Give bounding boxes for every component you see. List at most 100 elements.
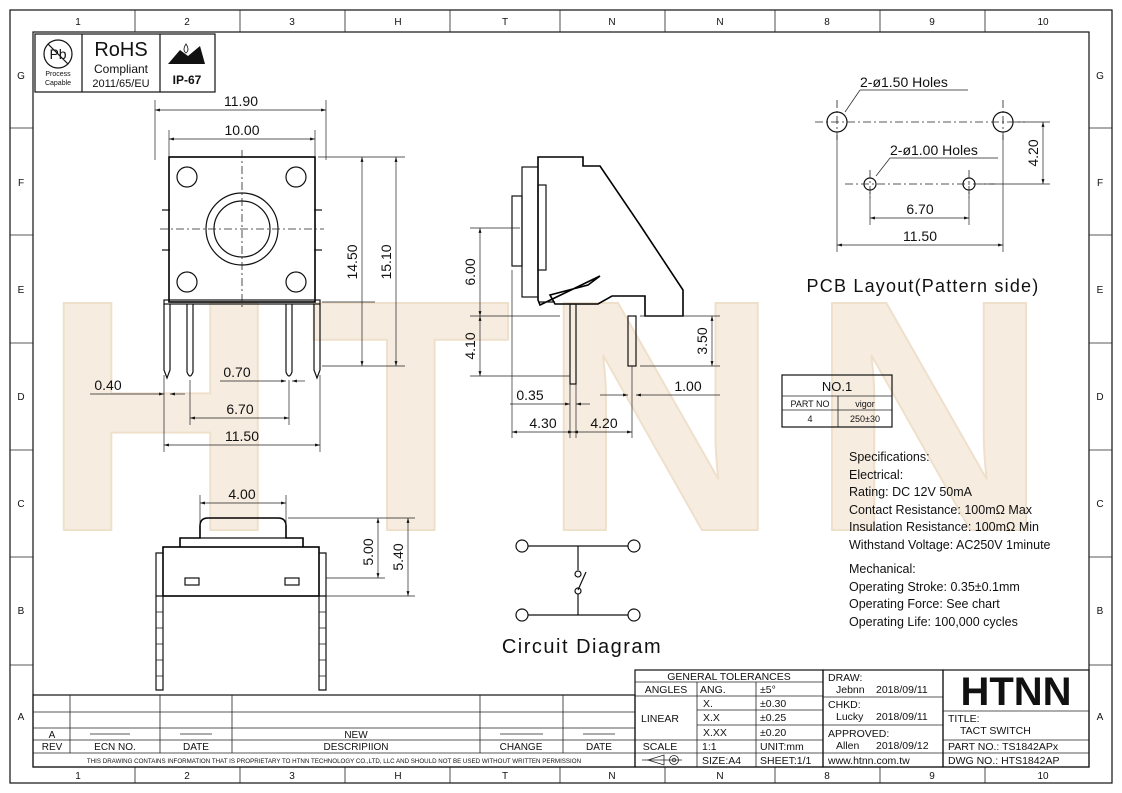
spec-line: Specifications: <box>849 450 930 464</box>
water-drop-icon <box>168 43 205 64</box>
compliant-label: Compliant <box>94 62 149 76</box>
sheet-label: SHEET:1/1 <box>760 755 812 767</box>
col-label: T <box>502 771 508 782</box>
title-label: TITLE: <box>948 713 980 725</box>
pcb-layout: 2-ø1.50 Holes 2-ø1.00 Holes 4.20 6.70 11… <box>807 74 1050 296</box>
unit-label: UNIT:mm <box>760 741 804 753</box>
col-label: H <box>394 17 401 28</box>
row-label: D <box>17 392 24 403</box>
ang-value: ±5° <box>760 684 776 696</box>
spec-line: Electrical: <box>849 468 903 482</box>
compliance-badges: Pb Process Capable RoHS Compliant 2011/6… <box>34 33 216 93</box>
approved-name: Allen <box>836 740 860 752</box>
col-label: 10 <box>1037 17 1049 28</box>
dim-label: 1.00 <box>674 378 701 394</box>
col-label: 3 <box>289 17 295 28</box>
spec-line: Operating Force: See chart <box>849 597 1000 611</box>
dim-label: 15.10 <box>378 244 394 279</box>
holes-150-label: 2-ø1.50 Holes <box>860 74 948 90</box>
linear-label: LINEAR <box>641 713 679 725</box>
dim-label: 6.70 <box>906 201 933 217</box>
row-label: G <box>1096 71 1104 82</box>
approved-label: APPROVED: <box>828 728 889 740</box>
row-label: B <box>18 606 25 617</box>
col-label: T <box>502 17 508 28</box>
title-block: HTNN TITLE: TACT SWITCH PART NO.: TS1842… <box>942 669 1090 768</box>
x1-label: X. <box>703 698 713 710</box>
dim-label: 4.10 <box>462 332 478 359</box>
col-label: 10 <box>1037 771 1049 782</box>
disclaimer: THIS DRAWING CONTAINS INFORMATION THAT I… <box>87 758 581 765</box>
dim-label: 4.00 <box>228 486 255 502</box>
dim-label: 0.35 <box>516 387 543 403</box>
rev-header: DATE <box>586 742 612 753</box>
rev-header: DESCRIPIION <box>323 742 388 753</box>
chkd-date: 2018/09/11 <box>876 711 928 723</box>
rev-header: REV <box>42 742 63 753</box>
col-label: 8 <box>824 771 830 782</box>
force-table-cell: 250±30 <box>850 414 880 424</box>
ang-label: ANG. <box>700 684 726 696</box>
x3-label: X.XX <box>703 727 727 739</box>
svg-text:Pb: Pb <box>49 46 66 62</box>
col-label: N <box>608 771 615 782</box>
spec-line: Contact Resistance: 100mΩ Max <box>849 503 1033 517</box>
process-label: Process <box>45 71 71 78</box>
row-label: C <box>1096 499 1103 510</box>
top-view: 11.90 10.00 14.50 15.10 0.40 0.70 6.70 1… <box>90 93 405 452</box>
row-label: F <box>18 178 24 189</box>
spec-line: Withstand Voltage: AC250V 1minute <box>849 538 1051 552</box>
chkd-label: CHKD: <box>828 699 861 711</box>
spec-line: Insulation Resistance: 100mΩ Min <box>849 520 1039 534</box>
rev-header: CHANGE <box>500 742 543 753</box>
dim-label: 4.20 <box>1025 139 1041 166</box>
website: www.htnn.com.tw <box>827 755 910 767</box>
size-label: SIZE:A4 <box>702 755 741 767</box>
dim-label: 5.40 <box>390 543 406 570</box>
side-view: 6.00 4.10 3.50 0.35 1.00 4.30 4.20 <box>462 156 720 438</box>
spec-line: Operating Stroke: 0.35±0.1mm <box>849 580 1020 594</box>
force-table-title: NO.1 <box>822 379 852 394</box>
angles-label: ANGLES <box>645 684 688 696</box>
row-label: E <box>1097 285 1104 296</box>
x2-label: X.X <box>703 712 720 724</box>
force-table-cell: 4 <box>807 414 812 424</box>
title-value: TACT SWITCH <box>960 725 1031 737</box>
draw-date: 2018/09/11 <box>876 684 928 696</box>
row-label: E <box>18 285 25 296</box>
dim-label: 5.00 <box>360 538 376 565</box>
dim-label: 11.90 <box>224 93 258 109</box>
col-label: H <box>394 771 401 782</box>
col-label: 2 <box>184 771 190 782</box>
row-label: G <box>17 71 25 82</box>
dim-label: 0.70 <box>223 364 250 380</box>
col-label: 2 <box>184 17 190 28</box>
draw-label: DRAW: <box>828 672 862 684</box>
drawing-number: DWG NO.: HTS1842AP <box>948 755 1059 767</box>
part-number: PART NO.: TS1842APx <box>948 741 1059 753</box>
x2-value: ±0.25 <box>760 712 786 724</box>
col-label: 1 <box>75 771 81 782</box>
row-label: F <box>1097 178 1103 189</box>
row-label: C <box>17 499 24 510</box>
x3-value: ±0.20 <box>760 727 786 739</box>
approvals-block: DRAW: Jebnn 2018/09/11 CHKD: Lucky 2018/… <box>822 669 944 768</box>
revision-block: A NEW REV ECN NO. DATE DESCRIPIION CHANG… <box>32 694 636 768</box>
row-label: A <box>1097 712 1104 723</box>
row-label: A <box>18 712 25 723</box>
dim-label: 11.50 <box>903 228 937 244</box>
dim-label: 6.00 <box>462 258 478 285</box>
directive-label: 2011/65/EU <box>92 78 149 90</box>
pb-free-icon: Pb <box>43 39 73 69</box>
col-label: 3 <box>289 771 295 782</box>
circuit-title: Circuit Diagram <box>502 636 662 658</box>
draw-name: Jebnn <box>836 684 865 696</box>
front-view: 4.00 5.00 5.40 <box>155 486 415 691</box>
company-logo: HTNN <box>960 670 1071 714</box>
col-label: N <box>716 17 723 28</box>
x1-value: ±0.30 <box>760 698 786 710</box>
row-label: B <box>1097 606 1104 617</box>
col-label: 9 <box>929 771 935 782</box>
rohs-label: RoHS <box>94 39 147 61</box>
